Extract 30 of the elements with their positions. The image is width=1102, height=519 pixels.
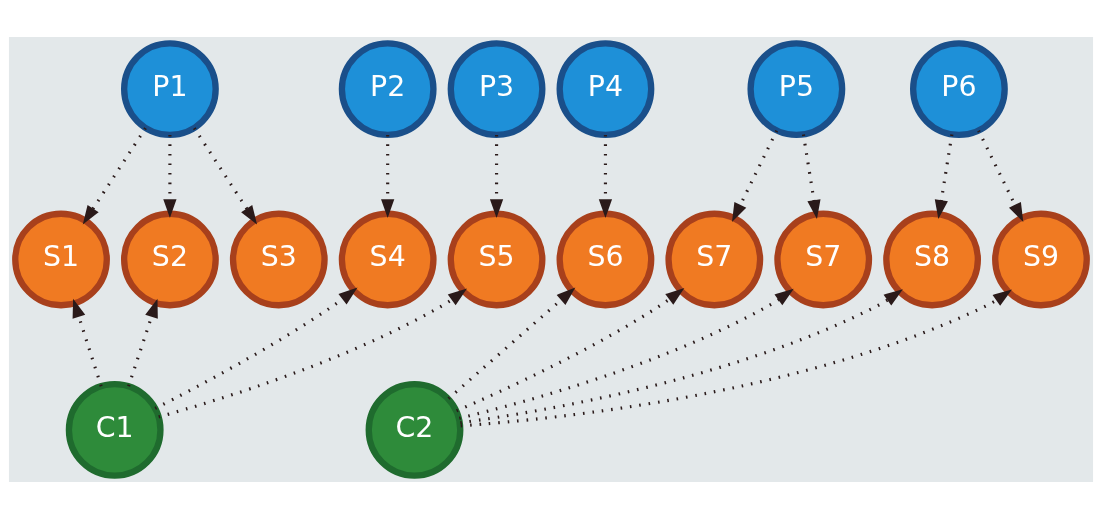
node-circle: P6 <box>910 40 1008 138</box>
node-circle: P4 <box>556 40 655 138</box>
node-circle: P1 <box>121 40 219 138</box>
node-circle: P5 <box>747 40 846 138</box>
arrow <box>447 287 576 400</box>
arrow <box>154 287 358 410</box>
arrow <box>158 288 468 419</box>
node-circle: S3 <box>229 210 328 309</box>
arrow <box>72 298 103 387</box>
arrow <box>460 289 1012 428</box>
arrow <box>598 135 613 219</box>
node-circle: S1 <box>12 210 110 309</box>
arrow <box>458 288 794 420</box>
node-circle: C2 <box>365 381 464 479</box>
arrow <box>489 135 504 219</box>
node-circle: P2 <box>338 40 437 138</box>
arrow <box>732 130 779 222</box>
arrow <box>163 135 177 219</box>
arrow <box>801 134 821 219</box>
arrow <box>82 127 147 225</box>
arrow <box>127 298 158 387</box>
arrow <box>381 135 395 219</box>
arrow <box>460 289 903 425</box>
node-circle: C1 <box>65 381 164 479</box>
node-circle: S2 <box>121 210 219 309</box>
arrow <box>977 130 1024 222</box>
arrow <box>193 127 258 225</box>
node-circle: P3 <box>447 40 546 138</box>
arrow <box>455 287 685 413</box>
arrow <box>934 134 954 219</box>
